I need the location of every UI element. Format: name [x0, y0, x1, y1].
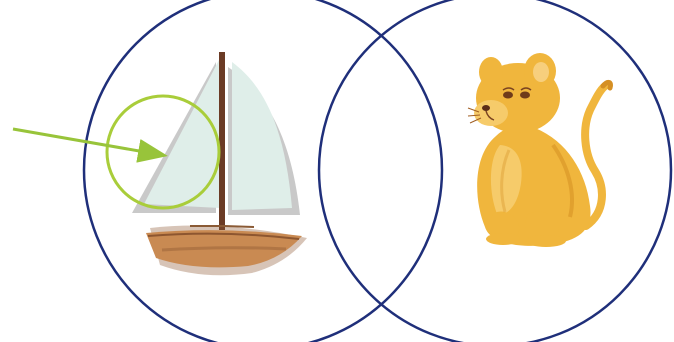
sail-right — [232, 62, 292, 210]
lion-ear-right-inner — [533, 62, 549, 82]
lion-ear-left — [479, 57, 503, 87]
lion-cub-illustration — [468, 53, 611, 247]
lion-paw-front — [486, 233, 520, 245]
lion-nose — [482, 105, 490, 111]
lion-muzzle — [474, 100, 508, 126]
lion-eye-right — [520, 92, 530, 99]
lion-eye-left — [503, 92, 513, 99]
mast — [219, 52, 225, 230]
deck-rope — [190, 226, 254, 227]
sailboat-illustration — [132, 52, 307, 275]
lion-paw-rear — [526, 235, 566, 247]
